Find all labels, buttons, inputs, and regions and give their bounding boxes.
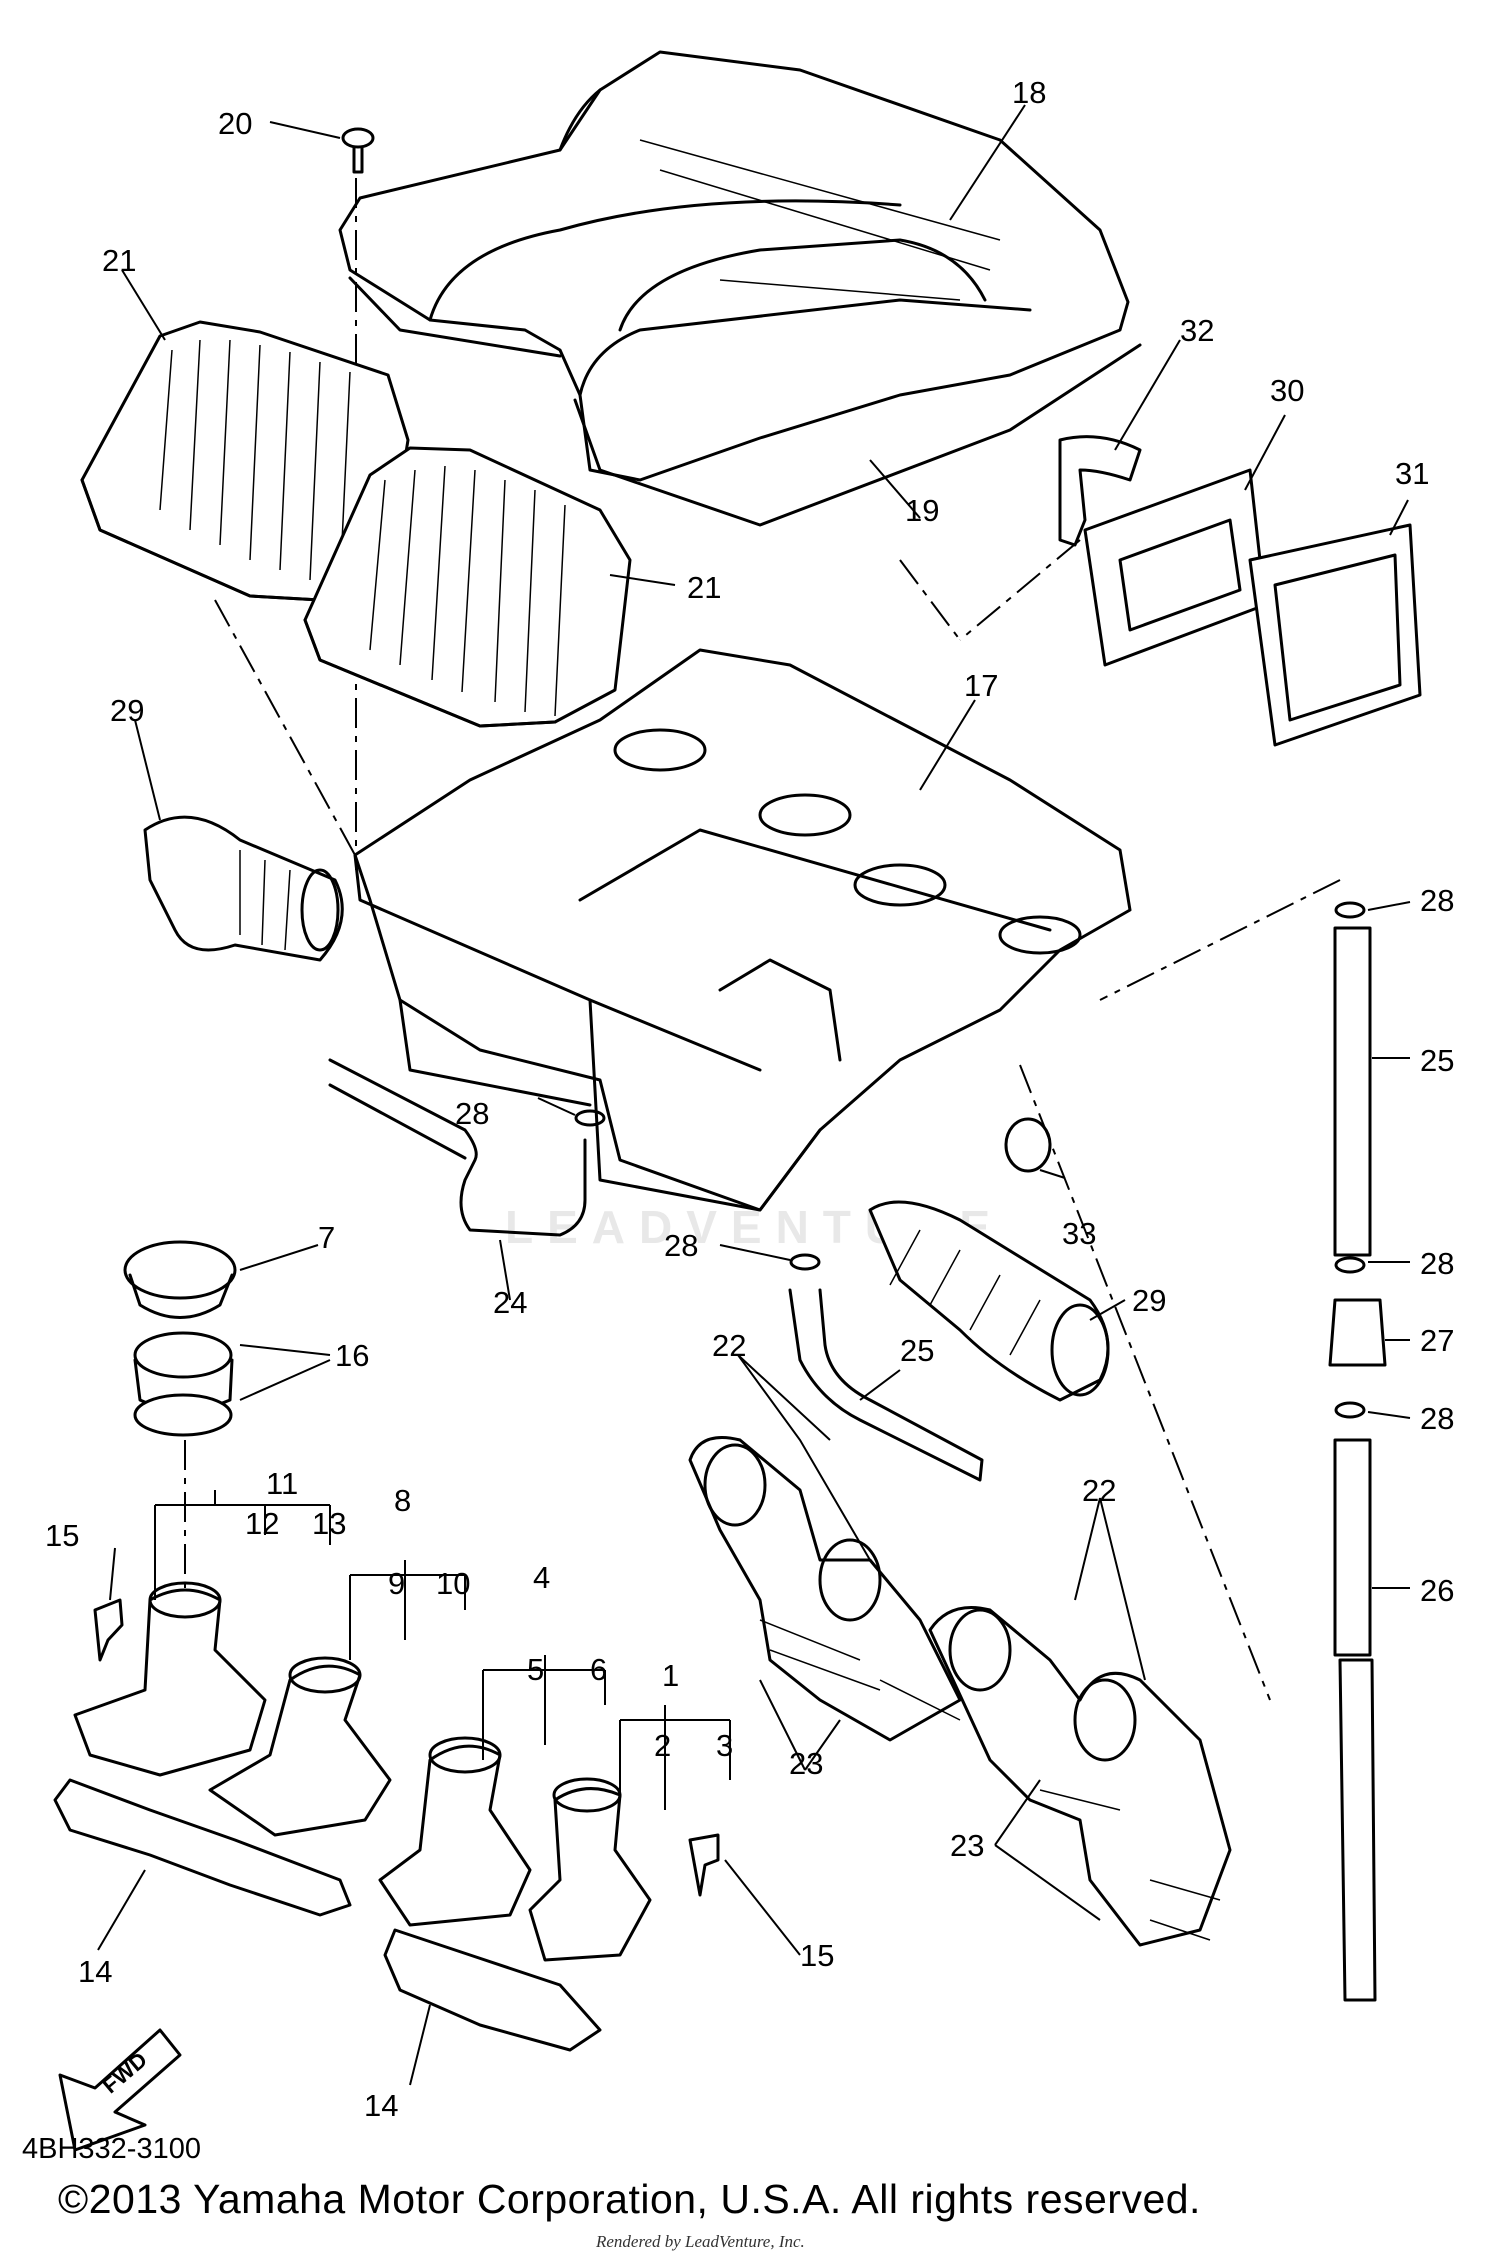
label-2: 2 <box>654 1728 672 1763</box>
label-7: 7 <box>318 1220 336 1255</box>
label-9: 9 <box>388 1566 406 1601</box>
cap-and-clamps <box>123 1240 237 1437</box>
label-12: 12 <box>245 1506 280 1541</box>
breather-hose-lower <box>788 1288 984 1482</box>
label-28-b: 28 <box>455 1096 490 1131</box>
label-16: 16 <box>335 1338 370 1373</box>
label-15-right: 15 <box>800 1938 835 1973</box>
fwd-arrow <box>58 2028 182 2152</box>
label-11: 11 <box>266 1466 299 1501</box>
copyright-notice: ©2013 Yamaha Motor Corporation, U.S.A. A… <box>58 2176 1201 2222</box>
bolt-15-left <box>93 1598 124 1662</box>
drain-hose <box>328 1058 587 1237</box>
label-28-d: 28 <box>1420 1246 1455 1281</box>
intake-gasket-left <box>53 1778 352 1917</box>
label-14-left: 14 <box>78 1954 113 1989</box>
carburetor-joint-1 <box>73 1581 267 1777</box>
carburetor-joint-4 <box>528 1777 652 1962</box>
label-29-right: 29 <box>1132 1283 1167 1318</box>
label-33: 33 <box>1062 1216 1097 1251</box>
label-28-a: 28 <box>1420 883 1455 918</box>
air-duct-joint-left <box>143 815 344 962</box>
label-4: 4 <box>533 1560 551 1595</box>
air-box-cover <box>338 50 1130 482</box>
label-15-left: 15 <box>45 1518 80 1553</box>
label-27: 27 <box>1420 1323 1455 1358</box>
air-filter-left <box>80 320 410 602</box>
bolt-15-right <box>688 1833 720 1897</box>
label-22-right: 22 <box>1082 1473 1117 1508</box>
air-duct-joint-right <box>868 1200 1110 1402</box>
label-20: 20 <box>218 106 253 141</box>
label-26: 26 <box>1420 1573 1455 1608</box>
label-18: 18 <box>1012 75 1047 110</box>
label-25-lower: 25 <box>900 1333 935 1368</box>
carburetor-joint-3 <box>378 1736 532 1927</box>
intake-gasket-right <box>383 1928 602 2052</box>
reference-code: 4BH332-3100 <box>22 2133 201 2165</box>
grommet <box>1004 1117 1052 1173</box>
label-24: 24 <box>493 1285 528 1320</box>
label-31: 31 <box>1395 456 1430 491</box>
breather-pipe <box>1058 435 1142 547</box>
label-5: 5 <box>527 1652 545 1687</box>
label-23-left: 23 <box>789 1746 824 1781</box>
label-25-right: 25 <box>1420 1043 1455 1078</box>
label-21-left: 21 <box>102 243 137 278</box>
label-13: 13 <box>312 1506 347 1541</box>
hose-26 <box>1333 1438 1372 1657</box>
label-17: 17 <box>964 668 999 703</box>
label-3: 3 <box>716 1728 734 1763</box>
fuel-filter <box>1328 1298 1387 1367</box>
air-box-case <box>353 648 1132 1212</box>
label-28-c: 28 <box>664 1228 699 1263</box>
intake-joints-left <box>688 1436 962 1742</box>
label-8: 8 <box>394 1483 412 1518</box>
leader-lines <box>97 104 1411 2086</box>
label-32: 32 <box>1180 313 1215 348</box>
label-19: 19 <box>905 493 940 528</box>
label-28-e: 28 <box>1420 1401 1455 1436</box>
label-14-right: 14 <box>364 2088 399 2123</box>
label-10: 10 <box>436 1566 471 1601</box>
label-22-left: 22 <box>712 1328 747 1363</box>
label-30: 30 <box>1270 373 1305 408</box>
cover-screw <box>341 127 375 174</box>
carburetor-joint-2 <box>208 1656 392 1837</box>
cover-gasket <box>573 343 1142 527</box>
hose-clips <box>574 901 1366 1419</box>
label-23-right: 23 <box>950 1828 985 1863</box>
breather-hose-right <box>1333 926 1372 1257</box>
label-29-left: 29 <box>110 693 145 728</box>
label-21-right: 21 <box>687 570 722 605</box>
intake-joints-right <box>928 1606 1232 1947</box>
air-filter-right <box>303 446 632 728</box>
rendered-by-note: Rendered by LeadVenture, Inc. <box>596 2232 805 2251</box>
label-1: 1 <box>662 1658 680 1693</box>
label-6: 6 <box>590 1652 608 1687</box>
